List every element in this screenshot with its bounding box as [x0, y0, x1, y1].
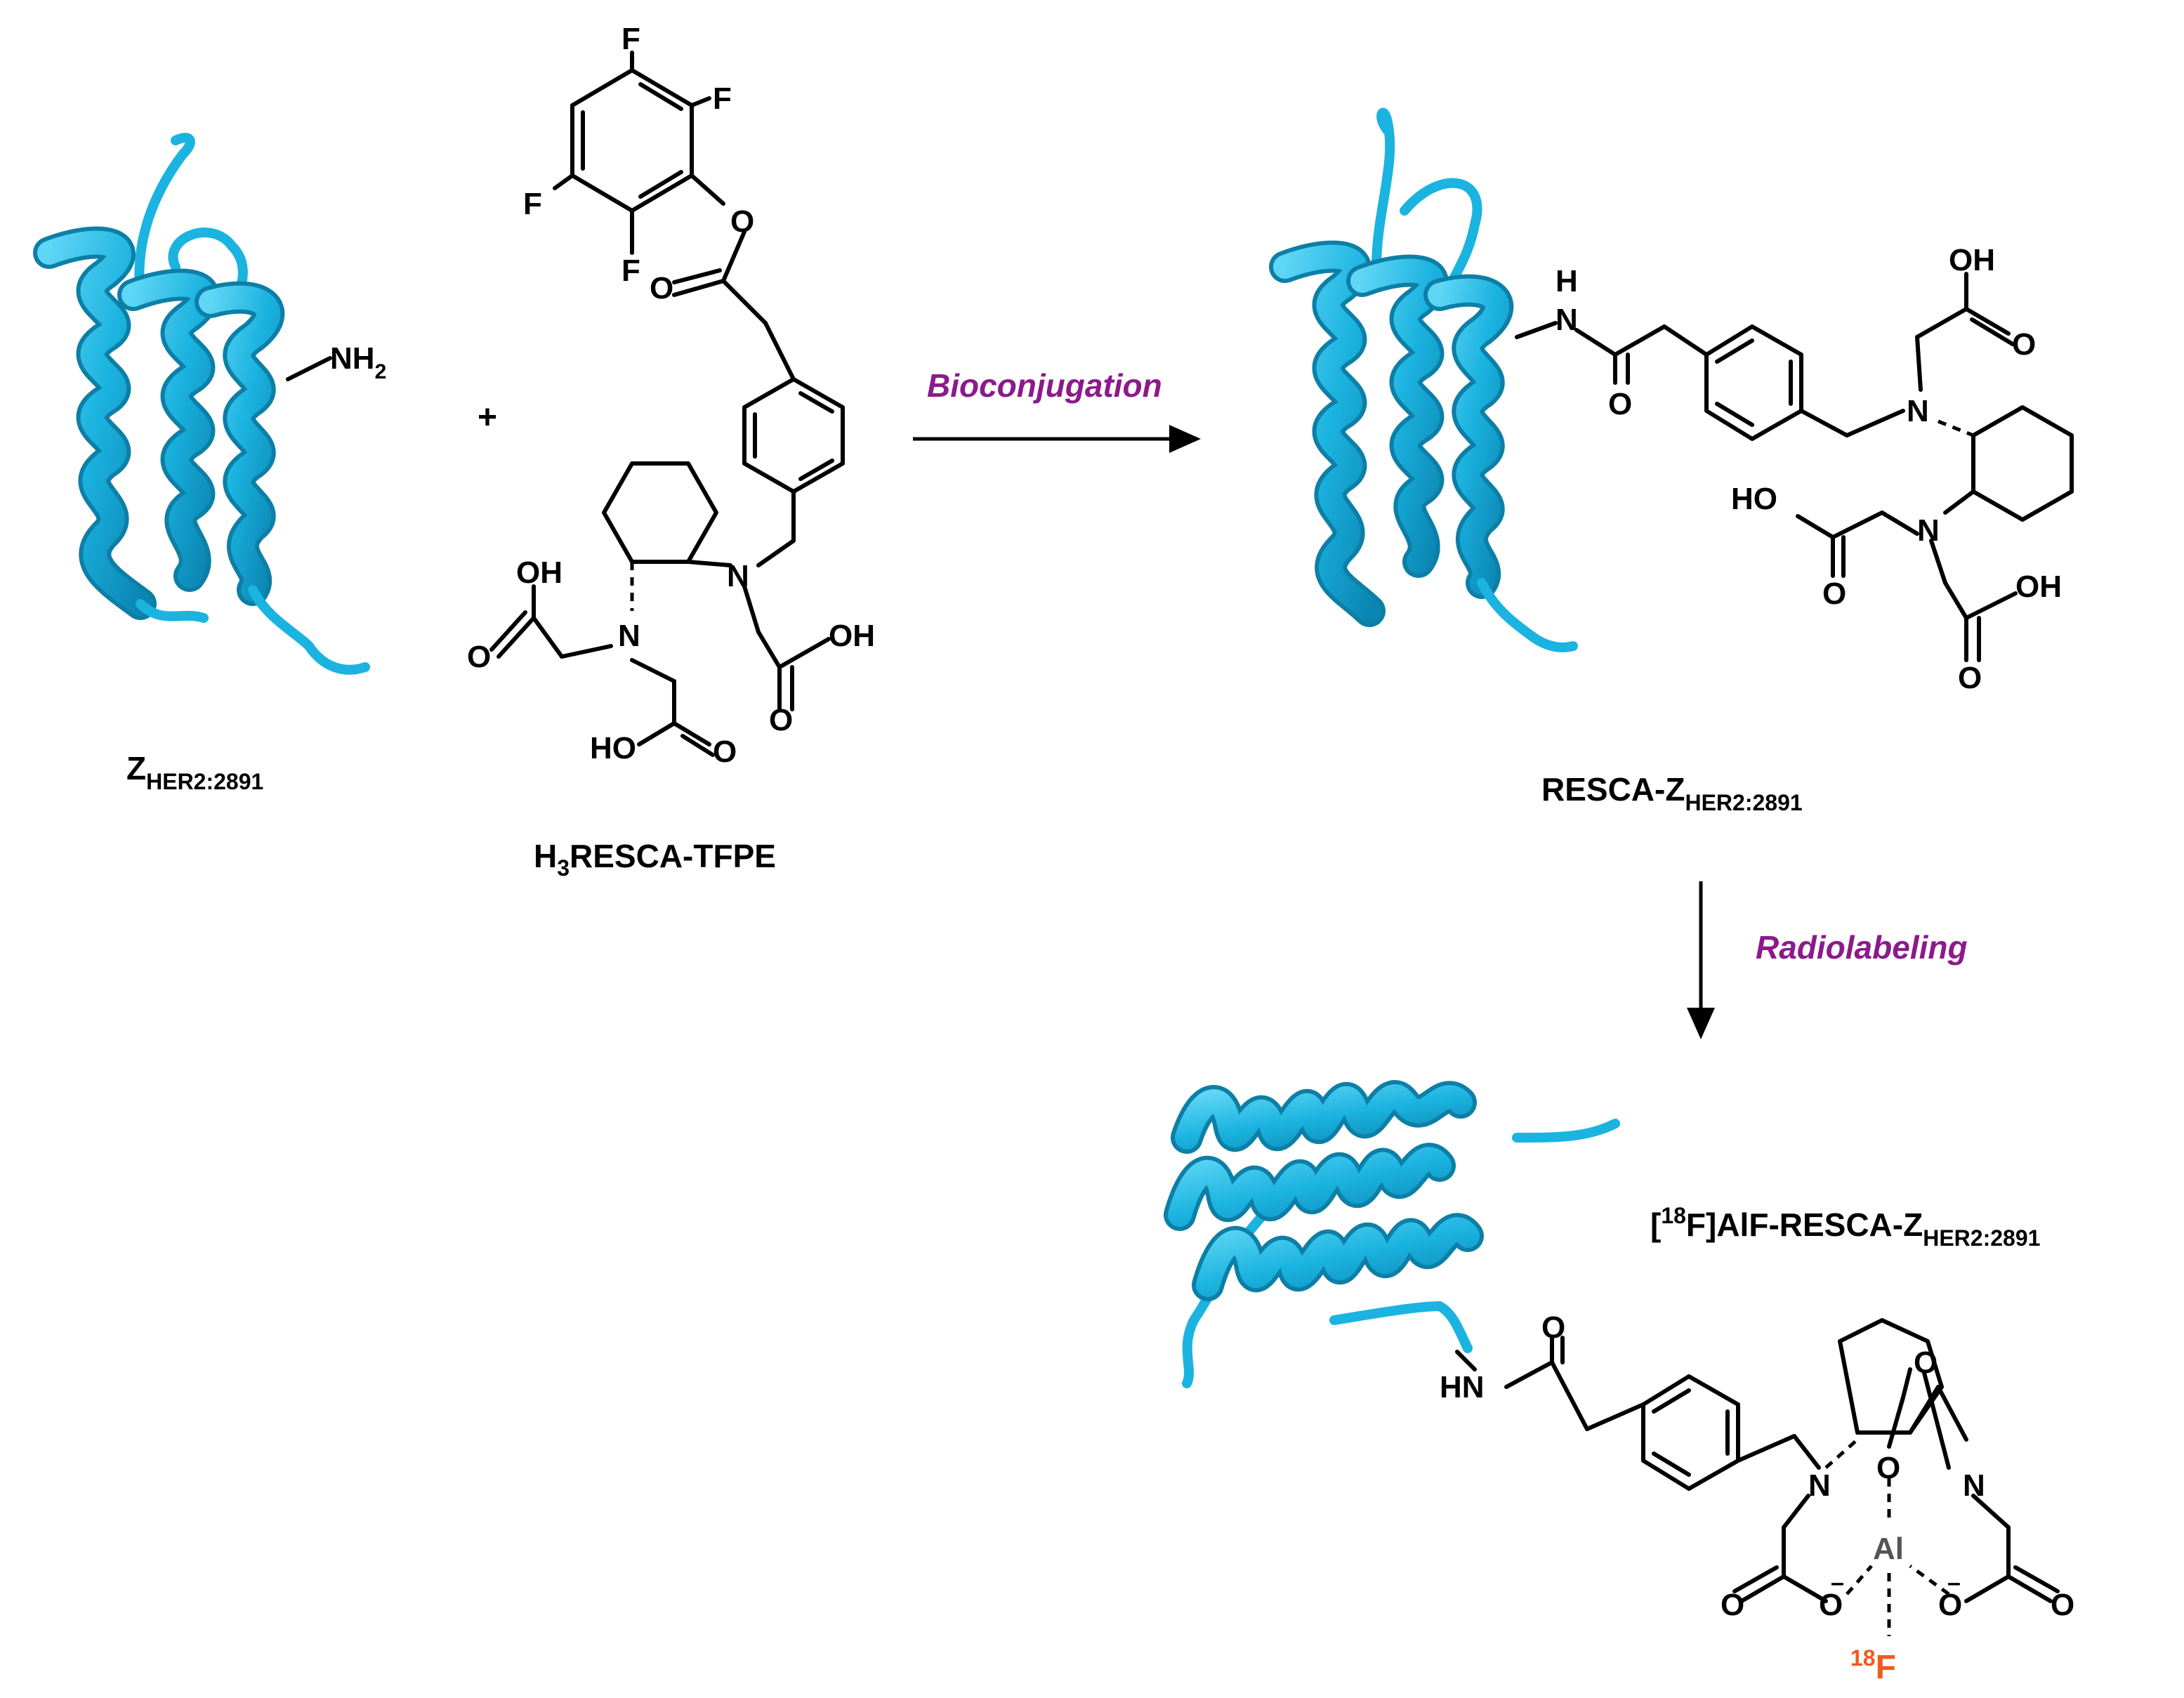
- svg-text:O: O: [1721, 1588, 1744, 1622]
- fluorine-18-label: 18F: [1850, 1645, 1896, 1686]
- svg-text:O: O: [730, 204, 754, 239]
- svg-text:O: O: [2012, 327, 2036, 362]
- conjugate-atom-labels: H N O N OH O N HO O OH O: [1555, 243, 2062, 695]
- svg-text:OH: OH: [1949, 243, 1995, 277]
- reagent-label: H3RESCA-TFPE: [534, 838, 776, 881]
- svg-text:O: O: [1938, 1588, 1962, 1622]
- svg-text:O: O: [1822, 577, 1846, 611]
- svg-text:O: O: [1608, 387, 1632, 421]
- svg-text:O: O: [769, 703, 793, 737]
- protein-label: ZHER2:2891: [126, 750, 263, 794]
- svg-text:N: N: [1555, 303, 1578, 337]
- product-label: [18F]AlF-RESCA-ZHER2:2891: [1650, 1203, 2040, 1251]
- bioconjugation-label: Bioconjugation: [927, 367, 1162, 404]
- svg-text:F: F: [621, 254, 640, 288]
- affibody-ribbon-conjugate: [1269, 107, 1578, 652]
- svg-text:N: N: [1907, 394, 1929, 428]
- svg-text:Al: Al: [1873, 1532, 1904, 1566]
- affibody-ribbon-product: [1164, 1080, 1620, 1388]
- affibody-ribbon-left: [33, 133, 370, 675]
- svg-text:HO: HO: [1731, 482, 1777, 516]
- svg-text:OH: OH: [829, 619, 875, 653]
- complex-atom-labels: HN O N N O O O O – O – O Al: [1440, 1310, 2074, 1622]
- svg-text:HN: HN: [1440, 1370, 1485, 1404]
- svg-text:N: N: [1963, 1468, 1985, 1503]
- svg-text:O: O: [650, 271, 673, 305]
- svg-text:N: N: [727, 559, 749, 593]
- plus-sign: +: [478, 399, 497, 436]
- svg-text:HO: HO: [590, 731, 636, 765]
- alf-resca-complex-structure: [1455, 1318, 2060, 1636]
- svg-text:O: O: [1876, 1451, 1900, 1485]
- svg-text:F: F: [621, 22, 640, 56]
- svg-text:N: N: [618, 619, 640, 653]
- svg-text:O: O: [467, 640, 491, 674]
- lysine-bond: [286, 356, 332, 381]
- svg-text:–: –: [1947, 1569, 1961, 1596]
- svg-text:H: H: [1555, 264, 1578, 298]
- radiolabeling-label: Radiolabeling: [1756, 929, 1968, 966]
- svg-text:F: F: [713, 81, 732, 116]
- amine-label: NH2: [330, 341, 386, 383]
- svg-text:OH: OH: [2015, 570, 2062, 604]
- svg-text:–: –: [1831, 1569, 1844, 1596]
- svg-text:OH: OH: [516, 555, 563, 590]
- svg-text:O: O: [1541, 1310, 1565, 1345]
- tfpe-reagent-structure: [489, 51, 845, 757]
- conjugate-label: RESCA-ZHER2:2891: [1541, 771, 1803, 815]
- tfpe-atom-labels: F F F F O O N N OH O OH O HO O: [467, 22, 875, 769]
- svg-text:O: O: [1819, 1588, 1843, 1622]
- svg-text:F: F: [523, 187, 542, 221]
- svg-text:O: O: [713, 735, 737, 769]
- svg-text:O: O: [2051, 1588, 2074, 1622]
- svg-text:O: O: [1958, 661, 1982, 695]
- resca-conjugate-structure: [1515, 272, 2074, 662]
- svg-text:O: O: [1914, 1345, 1938, 1380]
- svg-text:N: N: [1917, 513, 1940, 548]
- svg-text:N: N: [1808, 1468, 1831, 1503]
